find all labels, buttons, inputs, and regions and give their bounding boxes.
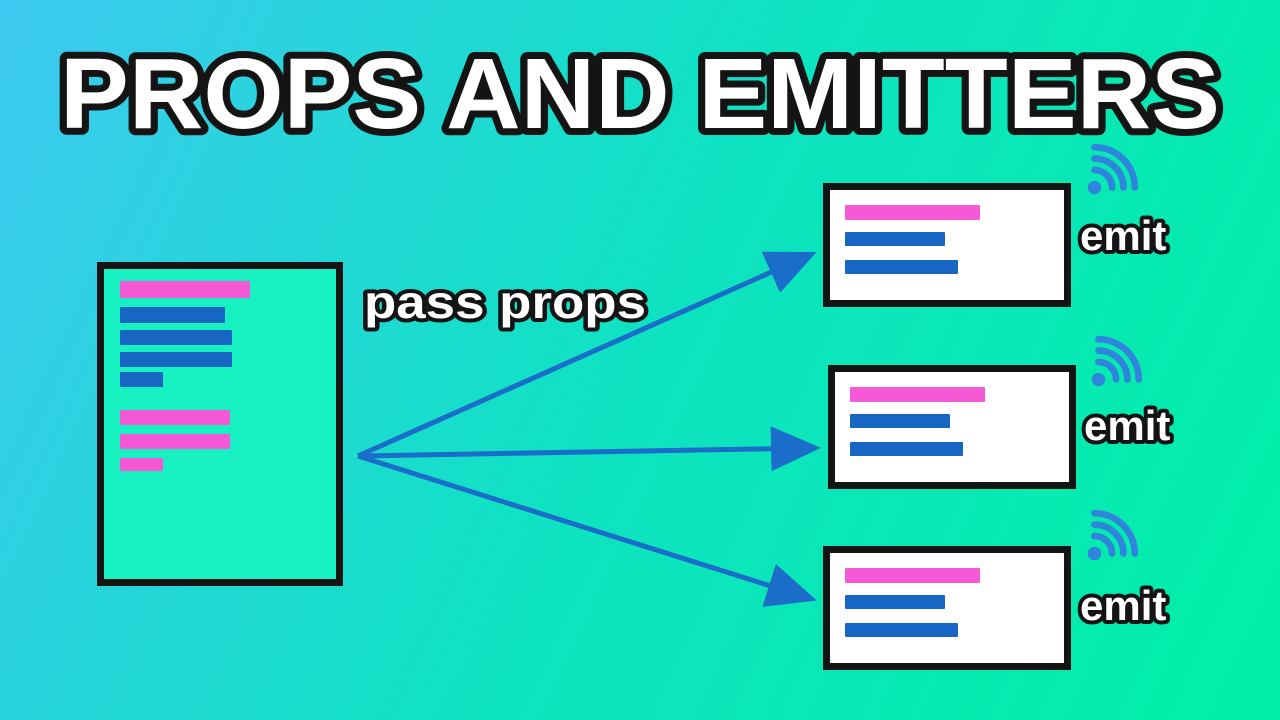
wifi-signal-icon [1091,335,1143,387]
wifi-signal-icon [1087,509,1139,561]
code-line-bar [120,372,163,387]
wifi-signal-icon [1087,143,1139,195]
pass-props-label: pass props [364,276,646,328]
page-title: PROPS AND EMITTERS [60,38,1220,150]
emit-label: emit [1080,212,1166,259]
code-line-bar [120,330,232,345]
parent-component [97,262,343,586]
child-component-2 [828,365,1076,489]
code-line-bar [845,205,980,220]
code-line-bar [850,442,963,456]
code-line-bar [850,414,950,428]
arrow-to-child-1 [356,251,817,459]
emit-label-wrap-3: emit [1076,578,1170,633]
code-line-bar [120,281,250,298]
code-line-bar [120,458,163,471]
code-line-bar [120,352,232,367]
emit-label: emit [1080,582,1166,629]
code-line-bar [850,387,985,402]
code-line-bar [845,568,980,583]
arrow-to-child-2 [357,426,821,472]
pass-props-arrows [356,251,821,607]
code-line-bar [845,623,958,637]
child-component-3 [823,546,1071,670]
emit-label-wrap-1: emit [1076,208,1170,263]
child-component-1 [823,183,1071,307]
code-line-bar [845,232,945,246]
code-line-bar [120,307,225,323]
code-line-bar [120,434,230,449]
emit-label-wrap-2: emit [1080,398,1174,453]
code-line-bar [120,410,230,425]
title-banner: PROPS AND EMITTERS [53,31,1227,157]
arrow-to-child-3 [357,453,817,607]
emit-label: emit [1084,402,1170,449]
pass-props-label-wrap: pass props [360,272,650,332]
code-line-bar [845,595,945,609]
code-line-bar [845,260,958,274]
